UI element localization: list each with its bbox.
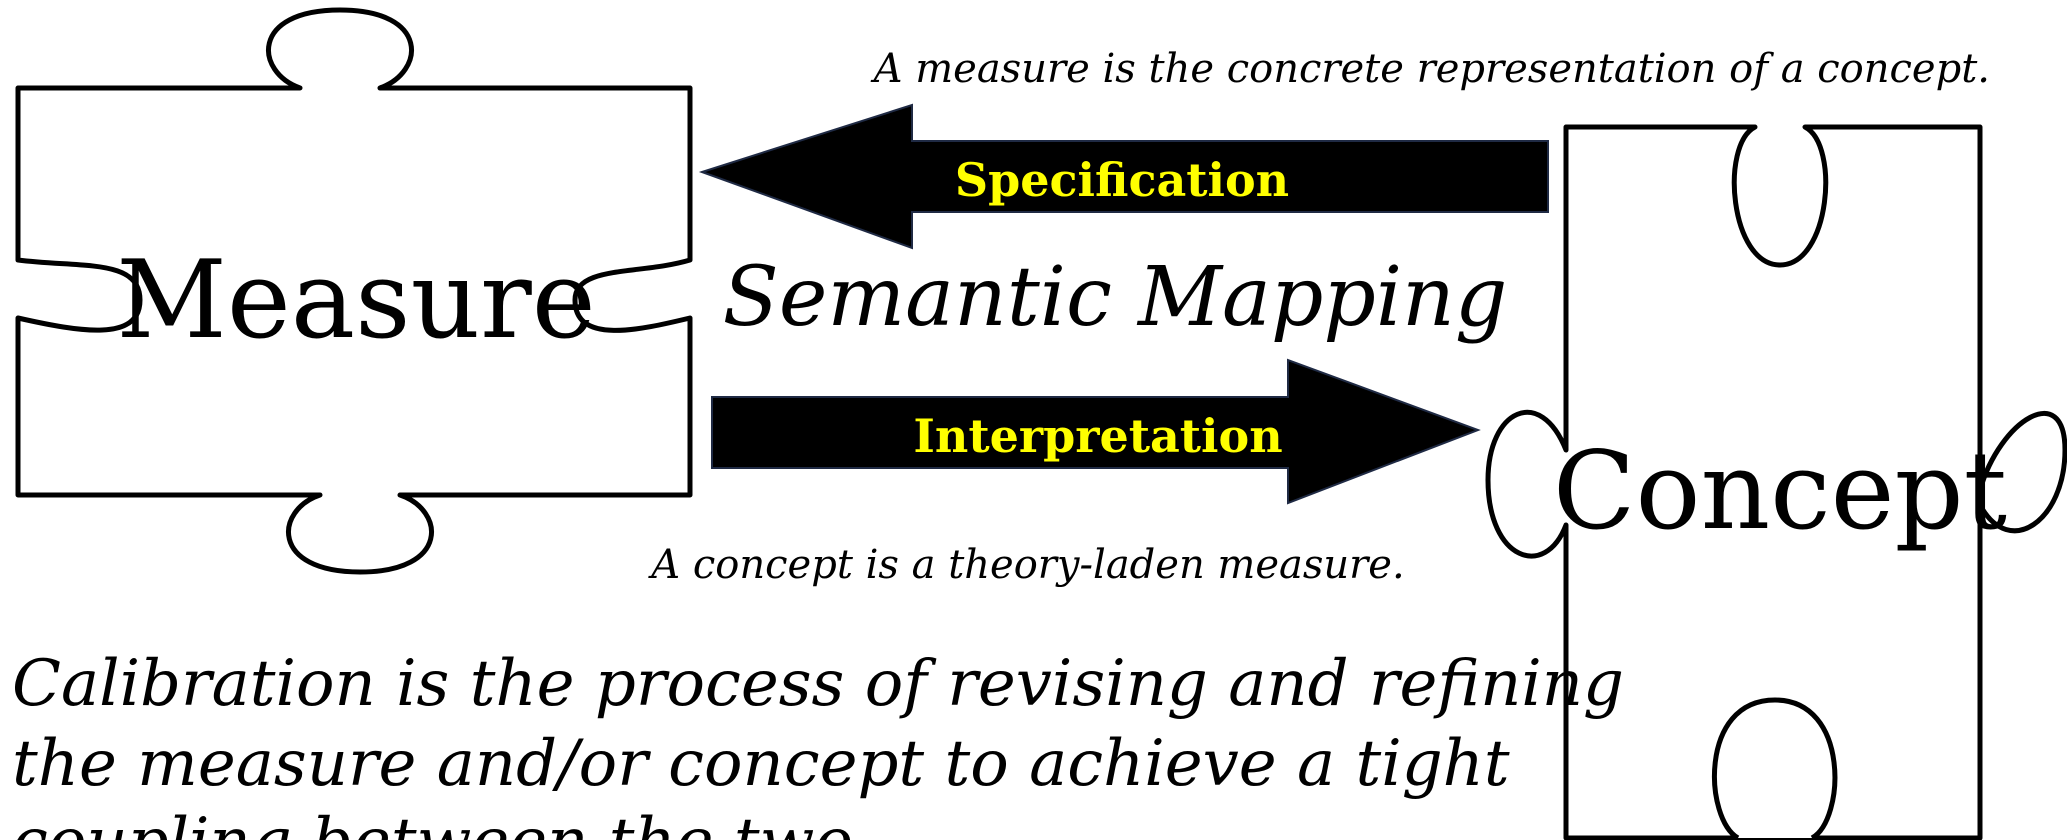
calibration-line-1: Calibration is the process of revising a…: [12, 647, 1624, 721]
concept-bottom-knob: [1711, 697, 1838, 840]
measure-label: Measure: [116, 238, 595, 363]
center-title: Semantic Mapping: [723, 250, 1508, 345]
bottom-note: A concept is a theory-laden measure.: [647, 542, 1404, 588]
top-note: A measure is the concrete representation…: [870, 46, 1990, 92]
interpretation-label: Interpretation: [913, 409, 1282, 463]
specification-arrow: [698, 103, 1549, 250]
calibration-line-3: coupling between the two.: [12, 805, 872, 840]
measure-puzzle-piece: [15, 7, 693, 575]
interpretation-arrow: [711, 358, 1481, 505]
calibration-line-2: the measure and/or concept to achieve a …: [12, 727, 1510, 801]
concept-label: Concept: [1553, 429, 2007, 554]
specification-label: Specification: [955, 153, 1289, 207]
concept-puzzle-piece: [1485, 124, 2067, 840]
